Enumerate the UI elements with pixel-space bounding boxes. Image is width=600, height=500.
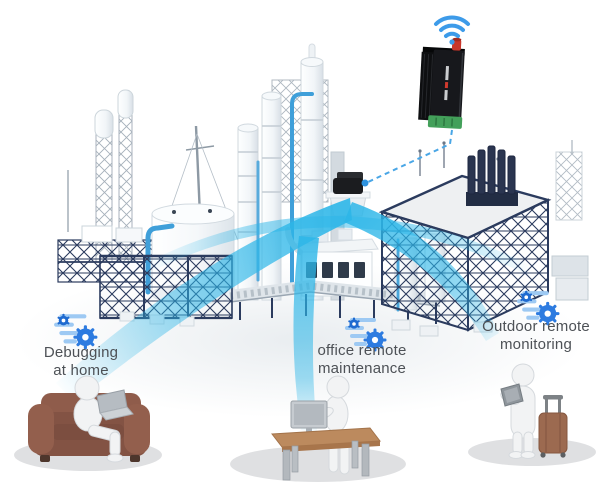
background-lattice-tower (555, 140, 583, 221)
dark-column-cluster (466, 145, 518, 206)
signal-beams (56, 198, 532, 432)
monitor (290, 400, 328, 438)
outdoor-scene (468, 363, 596, 466)
label-line: Debugging (43, 344, 119, 361)
beam-to-office (293, 236, 319, 432)
right-small-units (551, 255, 589, 301)
factory-illustration (57, 43, 589, 337)
laptop (96, 389, 134, 421)
wifi-icon (434, 15, 470, 45)
home-scene (14, 375, 162, 471)
office-desk (271, 427, 381, 481)
label-outdoor-remote-monitoring: Outdoor remote monitoring (482, 318, 590, 355)
label-line: office remote (317, 342, 407, 359)
label-line: Outdoor remote (482, 318, 590, 335)
label-debugging-at-home: Debugging at home (44, 344, 118, 381)
dtu-device (418, 37, 465, 129)
label-line: at home (53, 362, 109, 380)
home-user-figure (73, 375, 124, 463)
green-terminal-block (427, 115, 463, 129)
suitcase (538, 395, 568, 458)
tablet (500, 383, 524, 407)
dashed-link-line (361, 129, 453, 187)
label-line: monitoring (499, 336, 573, 354)
label-line: maintenance (317, 360, 407, 378)
beam-to-outdoor (344, 202, 499, 341)
device-label-stripe (445, 66, 449, 81)
beam-cross-plant (148, 215, 532, 277)
shadow (230, 446, 406, 482)
beam-to-home (56, 198, 352, 402)
office-scene (230, 375, 406, 482)
label-office-remote-maintenance: office remote maintenance (317, 342, 406, 379)
